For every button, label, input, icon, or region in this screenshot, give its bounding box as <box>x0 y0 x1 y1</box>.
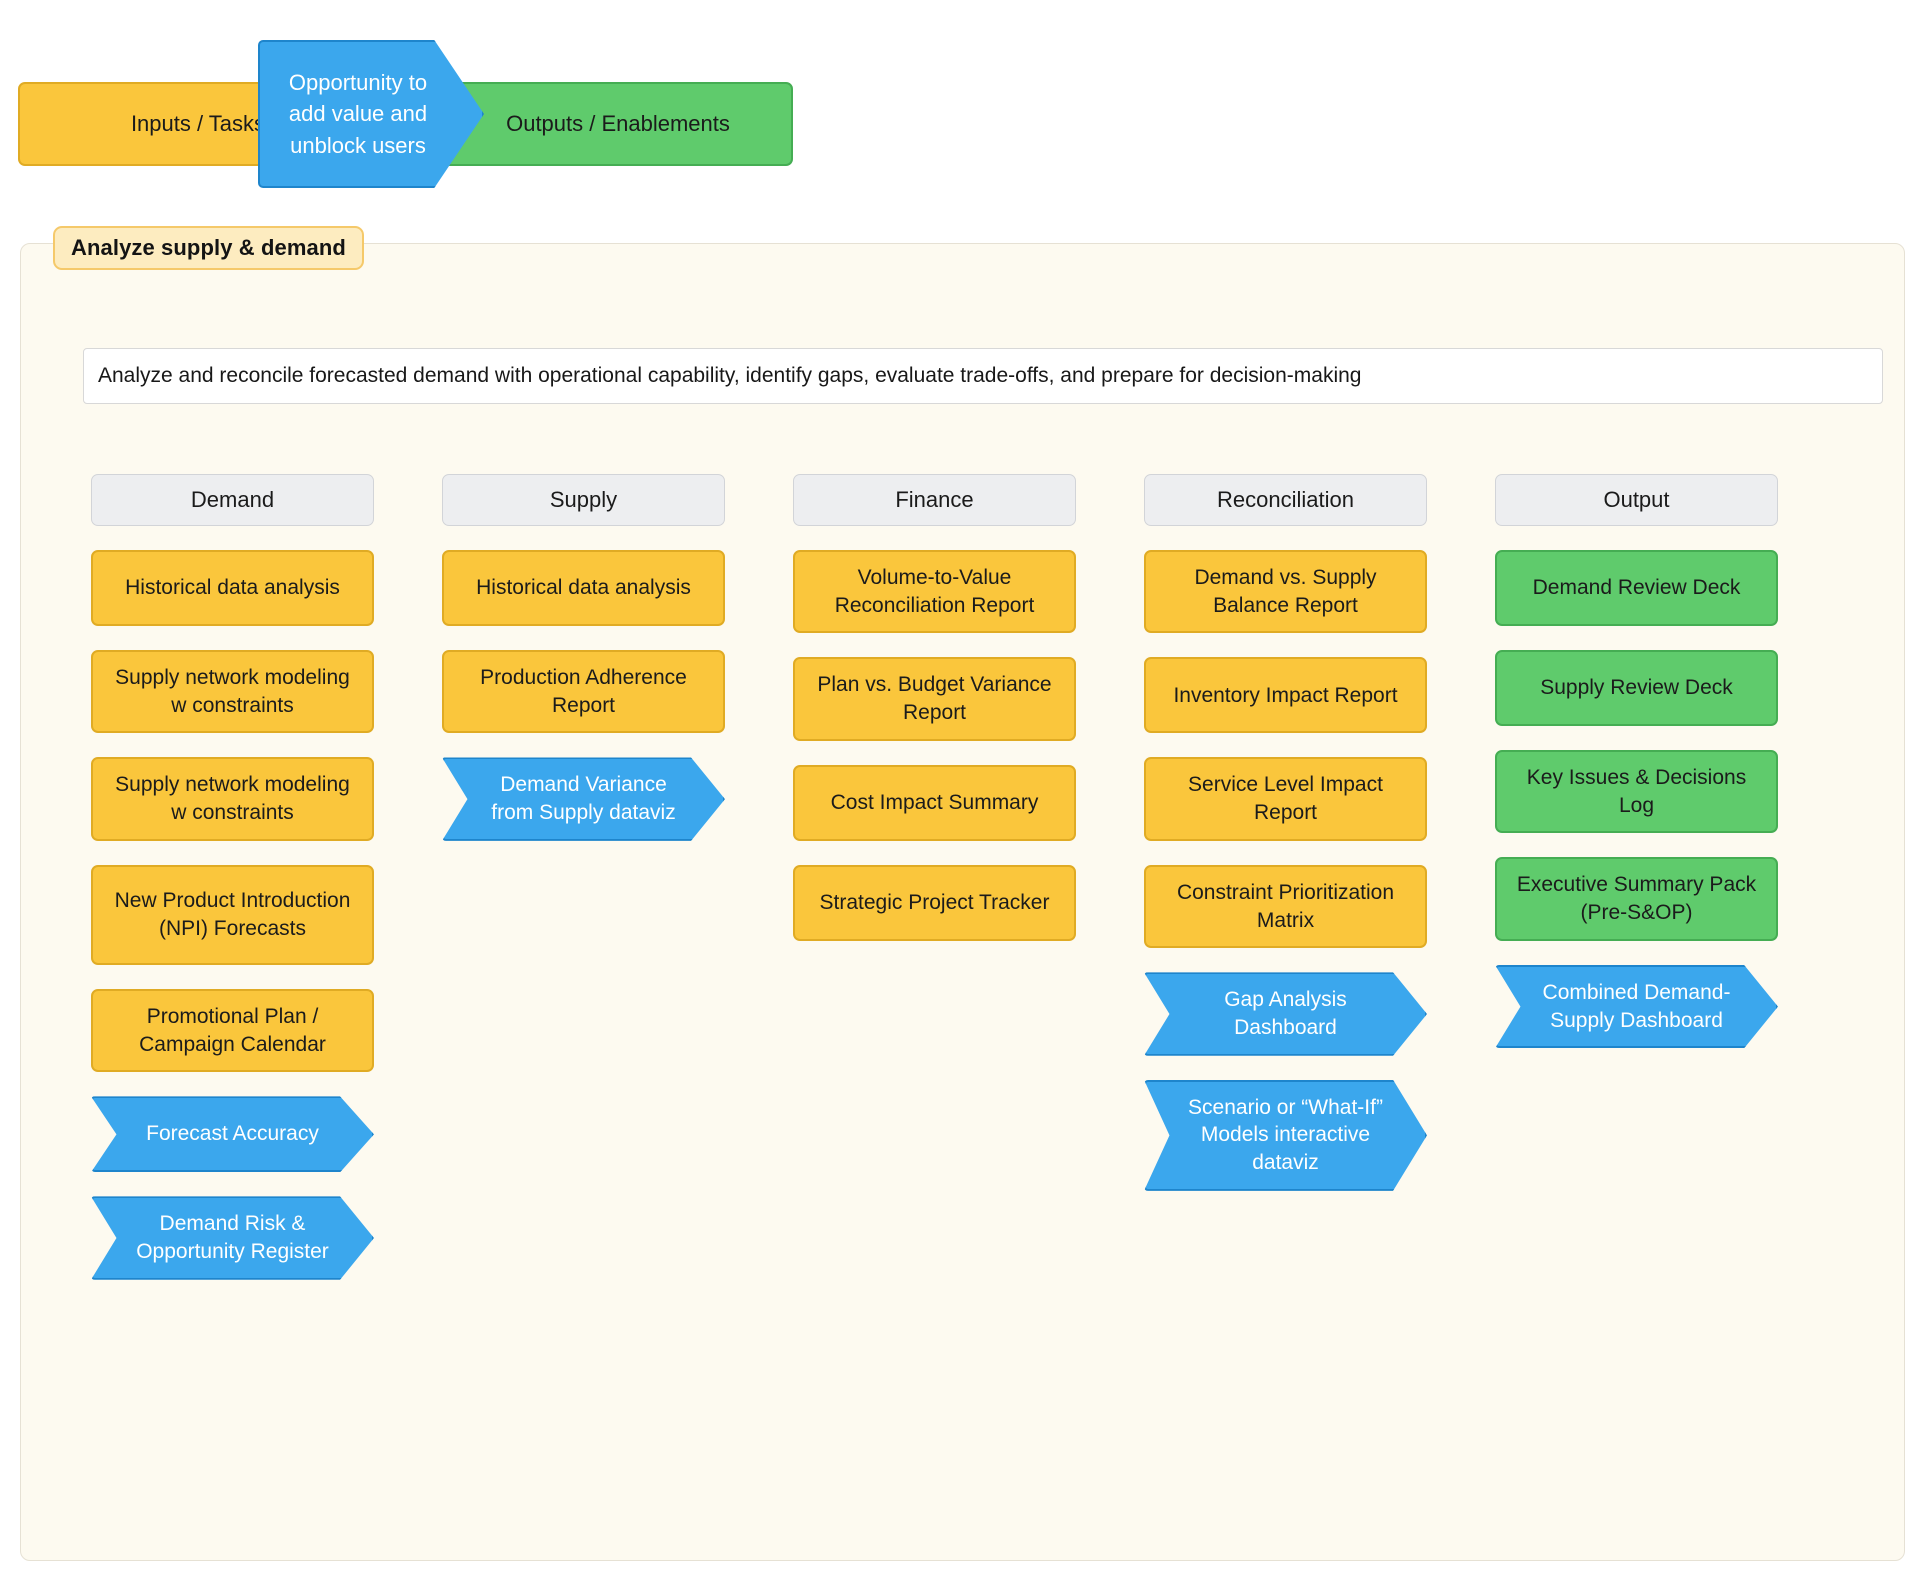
node-cost-impact-summary[interactable]: Cost Impact Summary <box>793 764 1076 841</box>
node-forecast-accuracy[interactable]: Forecast Accuracy <box>91 1096 374 1173</box>
node-supply-network-modeling-w-constraints[interactable]: Supply network modeling w constraints <box>91 757 374 841</box>
node-demand-review-deck[interactable]: Demand Review Deck <box>1495 550 1778 626</box>
column-header-reconciliation[interactable]: Reconciliation <box>1144 474 1427 526</box>
node-strategic-project-tracker[interactable]: Strategic Project Tracker <box>793 864 1076 941</box>
panel-description-text: Analyze and reconcile forecasted demand … <box>98 364 1362 387</box>
column-header-output[interactable]: Output <box>1495 474 1778 526</box>
node-service-level-impact-report[interactable]: Service Level Impact Report <box>1144 757 1427 841</box>
column-header-supply[interactable]: Supply <box>442 474 725 526</box>
node-supply-network-modeling-w-constraints[interactable]: Supply network modeling w constraints <box>91 650 374 734</box>
node-inventory-impact-report[interactable]: Inventory Impact Report <box>1144 657 1427 734</box>
column-header-finance[interactable]: Finance <box>793 474 1076 526</box>
node-historical-data-analysis[interactable]: Historical data analysis <box>91 550 374 626</box>
node-supply-review-deck[interactable]: Supply Review Deck <box>1495 650 1778 726</box>
node-key-issues-decisions-log[interactable]: Key Issues & Decisions Log <box>1495 750 1778 834</box>
panel-title-badge: Analyze supply & demand <box>53 226 364 270</box>
node-constraint-prioritization-matrix[interactable]: Constraint Prioritization Matrix <box>1144 864 1427 949</box>
node-new-product-introduction-npi-forecasts[interactable]: New Product Introduction (NPI) Forecasts <box>91 864 374 965</box>
legend-opportunity-label: Opportunity to add value and unblock use… <box>288 70 428 158</box>
legend-outputs-label: Outputs / Enablements <box>506 111 730 136</box>
node-historical-data-analysis[interactable]: Historical data analysis <box>442 550 725 626</box>
analysis-panel: Analyze supply & demand Analyze and reco… <box>20 226 1905 1561</box>
node-promotional-plan-campaign-calendar[interactable]: Promotional Plan / Campaign Calendar <box>91 988 374 1073</box>
node-gap-analysis-dashboard[interactable]: Gap Analysis Dashboard <box>1144 972 1427 1056</box>
legend-opportunity-chevron: Opportunity to add value and unblock use… <box>258 40 484 188</box>
node-demand-variance-from-supply-dataviz[interactable]: Demand Variance from Supply dataviz <box>442 757 725 841</box>
node-production-adherence-report[interactable]: Production Adherence Report <box>442 650 725 734</box>
node-scenario-or-what-if-models-interactive-dataviz[interactable]: Scenario or “What-If” Models interactive… <box>1144 1079 1427 1191</box>
legend-inputs-label: Inputs / Tasks <box>130 111 266 136</box>
legend: Inputs / Tasks Outputs / Enablements Opp… <box>18 36 818 196</box>
column-header-demand[interactable]: Demand <box>91 474 374 526</box>
node-demand-vs-supply-balance-report[interactable]: Demand vs. Supply Balance Report <box>1144 550 1427 634</box>
legend-outputs-enablements: Outputs / Enablements <box>443 82 793 166</box>
node-combined-demand-supply-dashboard[interactable]: Combined Demand-Supply Dashboard <box>1495 964 1778 1049</box>
panel-description-field[interactable]: Analyze and reconcile forecasted demand … <box>83 348 1883 404</box>
node-plan-vs-budget-variance-report[interactable]: Plan vs. Budget Variance Report <box>793 657 1076 741</box>
node-volume-to-value-reconciliation-report[interactable]: Volume-to-Value Reconciliation Report <box>793 550 1076 634</box>
node-executive-summary-pack-pre-s-op[interactable]: Executive Summary Pack (Pre-S&OP) <box>1495 857 1778 941</box>
node-demand-risk-opportunity-register[interactable]: Demand Risk & Opportunity Register <box>91 1196 374 1280</box>
